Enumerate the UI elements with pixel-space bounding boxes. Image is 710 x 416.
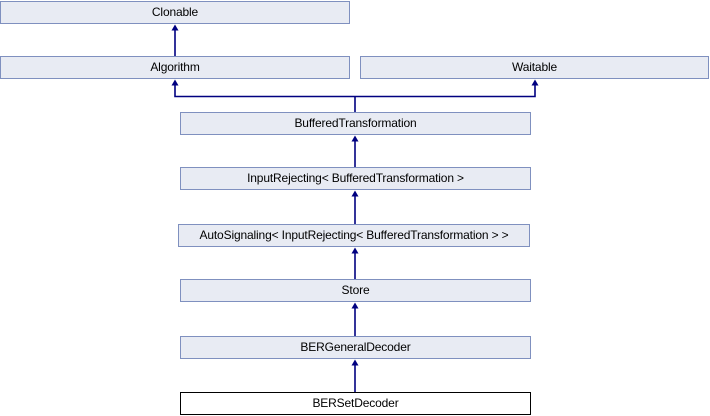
arrowhead-bergeneraldecoder-to-store [351, 302, 359, 309]
class-node-bersetdecoder-current: BERSetDecoder [180, 392, 531, 415]
class-node-label: Clonable [151, 5, 199, 19]
arrowhead-autosignaling-to-inputrejecting [351, 190, 359, 197]
arrowhead-store-to-autosignaling [351, 247, 359, 254]
class-node-inputrejecting[interactable]: InputRejecting< BufferedTransformation > [180, 167, 531, 190]
class-node-label: Algorithm [150, 60, 200, 74]
arrowhead-bufferedtransformation-to-waitable [531, 79, 539, 86]
class-node-store[interactable]: Store [180, 279, 531, 302]
class-node-bufferedtransformation[interactable]: BufferedTransformation [180, 112, 531, 135]
class-node-label: BERSetDecoder [312, 396, 399, 410]
arrowhead-inputrejecting-to-bufferedtransformation [351, 135, 359, 142]
class-node-bergeneraldecoder[interactable]: BERGeneralDecoder [180, 336, 531, 359]
arrowhead-bufferedtransformation-to-algorithm [171, 79, 179, 86]
class-node-label: Store [341, 283, 370, 297]
class-node-label: BufferedTransformation [294, 116, 417, 130]
arrowhead-bersetdecoder-to-bergeneraldecoder [351, 359, 359, 366]
edge-bufferedtransformation-to-parents [174, 85, 536, 112]
class-node-clonable[interactable]: Clonable [0, 1, 350, 24]
class-node-autosignaling[interactable]: AutoSignaling< InputRejecting< BufferedT… [178, 224, 530, 247]
class-node-label: Waitable [511, 60, 558, 74]
class-node-waitable[interactable]: Waitable [360, 56, 709, 79]
class-node-label: InputRejecting< BufferedTransformation > [247, 171, 464, 185]
class-node-label: BERGeneralDecoder [300, 340, 411, 354]
class-node-label: AutoSignaling< InputRejecting< BufferedT… [199, 228, 509, 242]
class-node-algorithm[interactable]: Algorithm [0, 56, 350, 79]
arrowhead-algorithm-to-clonable [171, 24, 179, 31]
